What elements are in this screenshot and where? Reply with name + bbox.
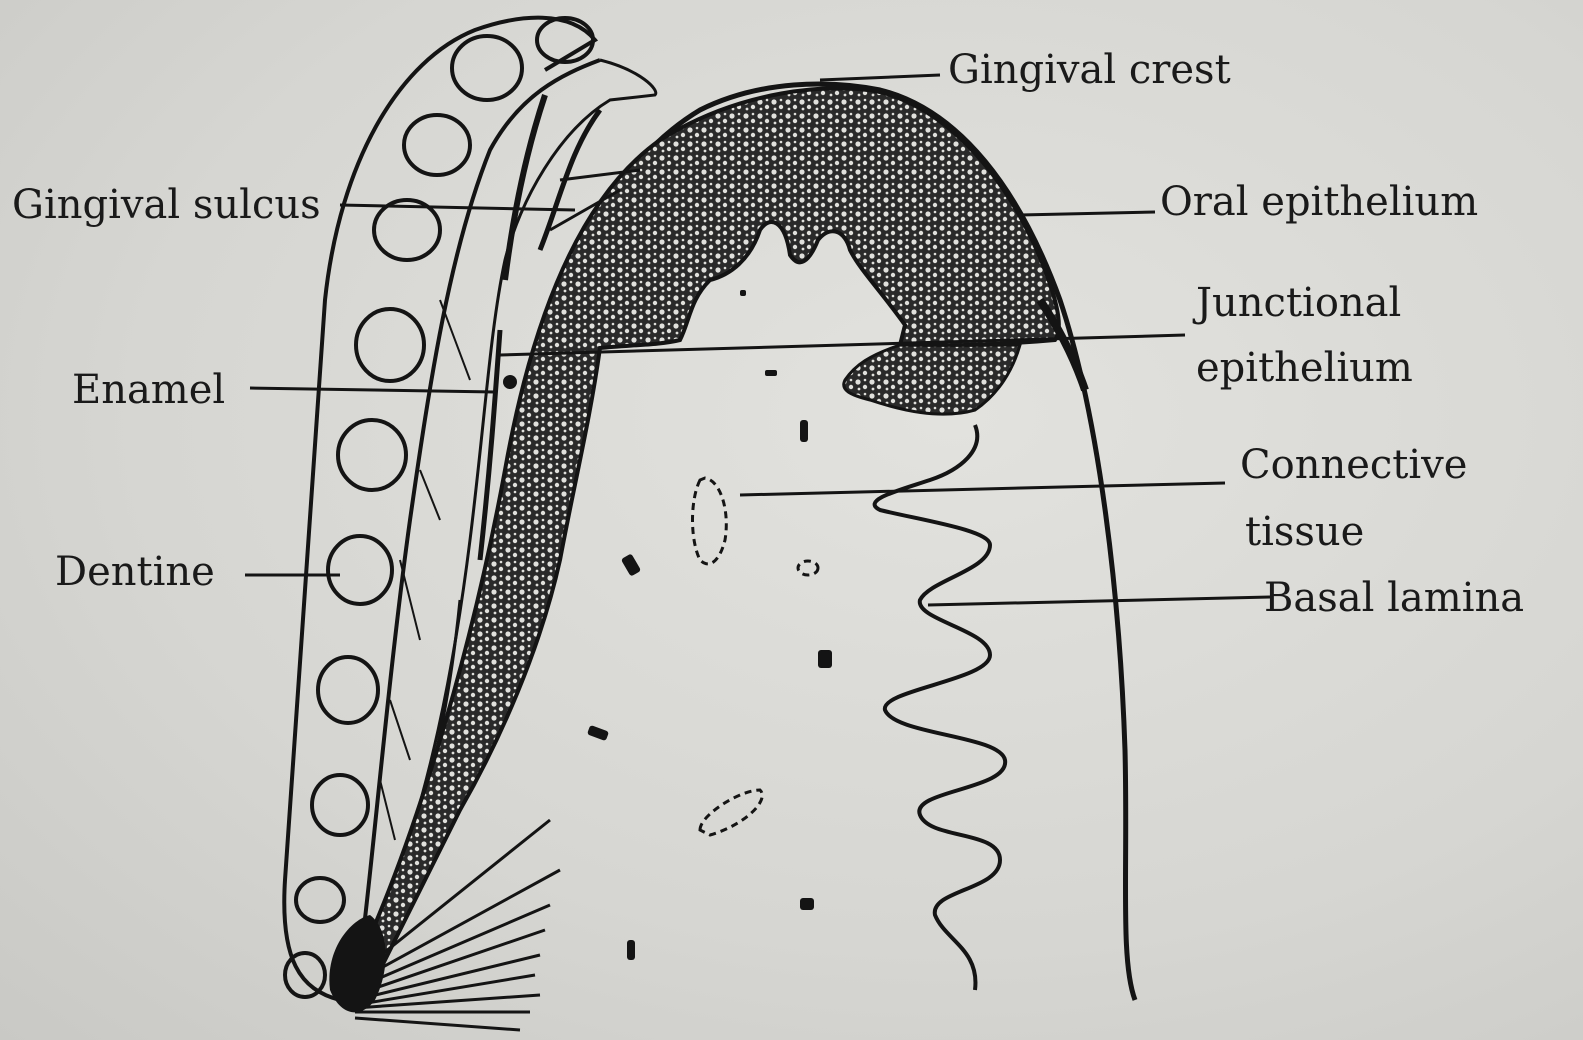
leader-basal-lamina xyxy=(928,597,1270,605)
leader-connective-tissue xyxy=(740,483,1225,495)
label-dentine: Dentine xyxy=(55,552,215,592)
epithelium-stipple xyxy=(345,88,1085,990)
label-junctional-epithelium-line2: epithelium xyxy=(1196,348,1413,388)
connective-tissue-specks xyxy=(587,290,832,960)
label-junctional-epithelium-line1: Junctional xyxy=(1196,283,1401,323)
label-connective-tissue-line1: Connective xyxy=(1240,445,1467,485)
fibre-root-blob xyxy=(329,915,385,1012)
label-basal-lamina: Basal lamina xyxy=(1264,578,1524,618)
label-gingival-sulcus: Gingival sulcus xyxy=(12,185,321,225)
leader-oral-epithelium xyxy=(1020,212,1155,215)
leader-enamel xyxy=(250,388,495,392)
leader-gingival-sulcus xyxy=(340,205,575,210)
leader-gingival-crest xyxy=(820,75,940,80)
connective-tissue-cells xyxy=(693,478,819,835)
label-enamel: Enamel xyxy=(72,370,225,410)
label-connective-tissue-line2: tissue xyxy=(1245,512,1364,552)
basal-lamina xyxy=(875,425,1006,990)
label-oral-epithelium: Oral epithelium xyxy=(1160,182,1478,222)
label-gingival-crest: Gingival crest xyxy=(948,50,1231,90)
enamel-marker-dot xyxy=(503,375,517,389)
